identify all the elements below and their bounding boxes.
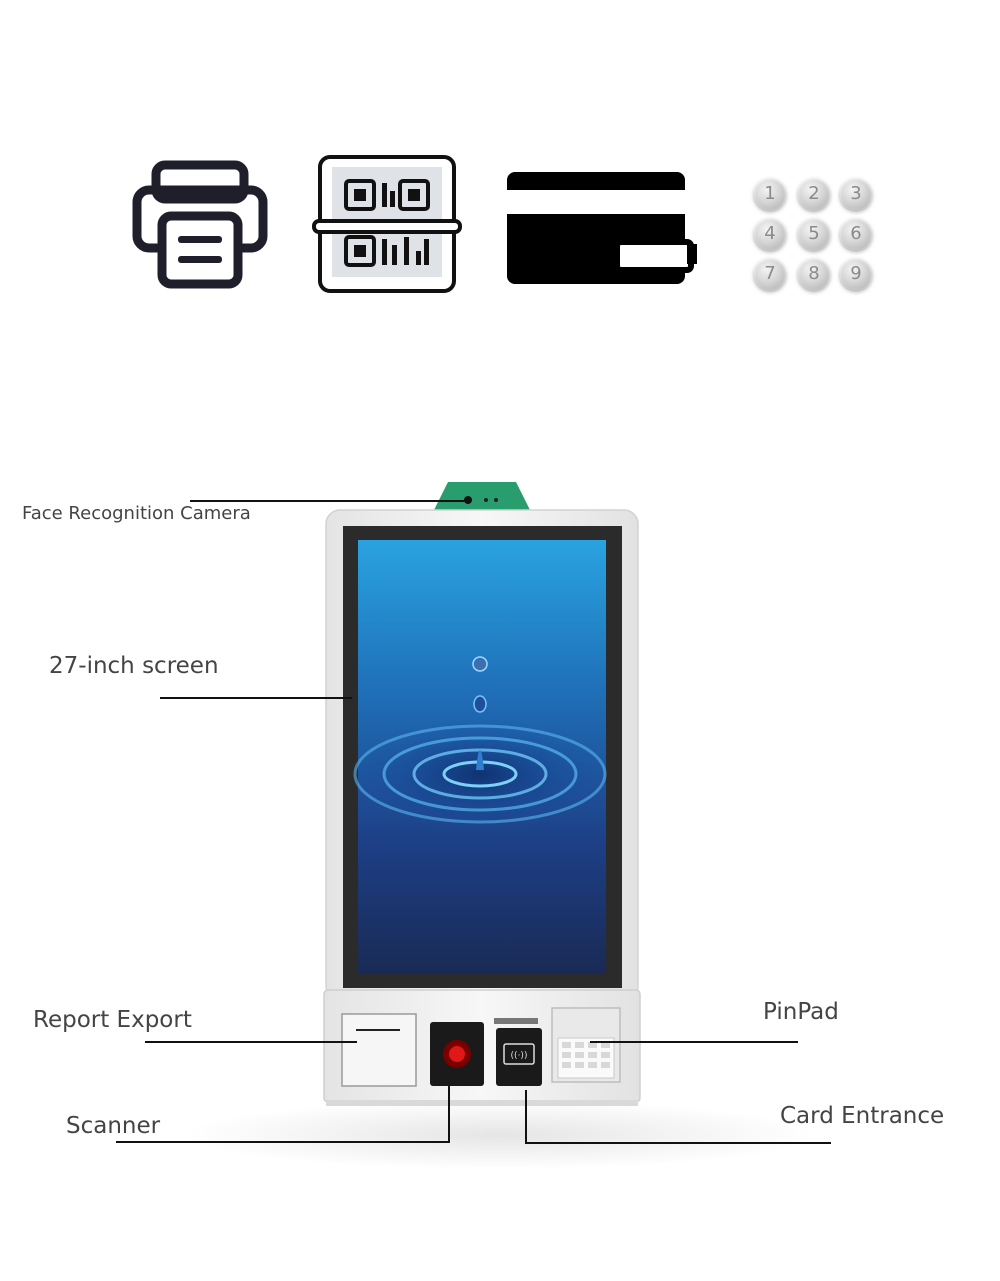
keypad-key: 8 xyxy=(798,258,830,290)
face-camera xyxy=(434,482,530,510)
label-report-export: Report Export xyxy=(33,1007,192,1033)
label-scanner: Scanner xyxy=(66,1113,161,1139)
label-screen: 27-inch screen xyxy=(49,653,219,679)
keypad-key: 5 xyxy=(798,218,830,250)
svg-text:((·)): ((·)) xyxy=(511,1051,528,1061)
label-card-entrance: Card Entrance xyxy=(780,1103,945,1129)
leader-line xyxy=(190,500,470,502)
barcode-scanner xyxy=(430,1022,484,1086)
leader-line xyxy=(525,1090,527,1144)
leader-line xyxy=(590,1041,798,1043)
leader-line xyxy=(116,1141,450,1143)
keypad-icon: 1 2 3 4 5 6 7 8 9 xyxy=(748,176,878,296)
leader-line xyxy=(448,1086,450,1143)
card-reader-icon xyxy=(505,170,697,286)
leader-line xyxy=(160,697,352,699)
leader-line xyxy=(525,1142,831,1144)
report-printer xyxy=(341,1013,417,1087)
keypad-key: 1 xyxy=(754,178,786,210)
water-drop-art xyxy=(350,656,610,832)
label-pinpad: PinPad xyxy=(763,999,839,1025)
keypad-key: 7 xyxy=(754,258,786,290)
keypad-key: 3 xyxy=(840,178,872,210)
leader-line xyxy=(145,1041,357,1043)
printer-icon xyxy=(132,160,268,290)
keypad-key: 6 xyxy=(840,218,872,250)
pinpad-device xyxy=(551,1007,621,1083)
qr-code-scanner-icon xyxy=(312,155,462,293)
keypad-key: 9 xyxy=(840,258,872,290)
keypad-key: 4 xyxy=(754,218,786,250)
kiosk-illustration: ((·)) xyxy=(323,482,641,1106)
floor-shadow xyxy=(180,1100,820,1170)
keypad-key: 2 xyxy=(798,178,830,210)
label-face-recognition-camera: Face Recognition Camera xyxy=(22,503,251,524)
card-reader: ((·)) xyxy=(494,1018,542,1086)
